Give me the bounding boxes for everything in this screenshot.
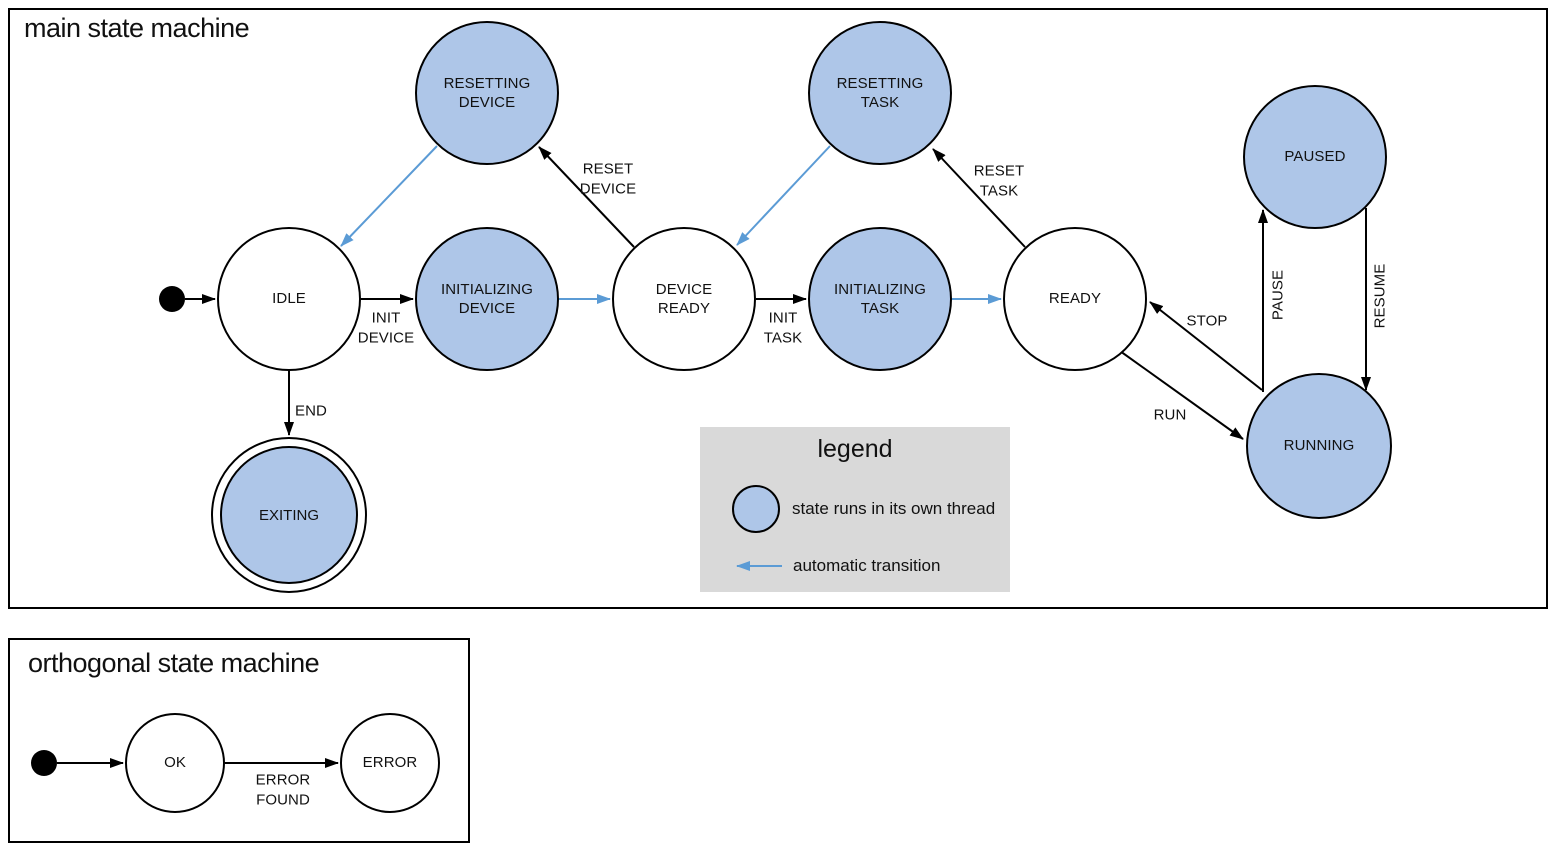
main-panel-title: main state machine xyxy=(24,13,250,43)
label-run: RUN xyxy=(1153,406,1187,424)
label-init-device: INIT DEVICE xyxy=(357,309,415,347)
orthogonal-panel-title: orthogonal state machine xyxy=(28,648,320,678)
threaded-state-legend-icon xyxy=(732,485,780,533)
state-device-ready: DEVICE READY xyxy=(612,227,756,371)
label-error-found: ERROR FOUND xyxy=(255,771,311,809)
state-running: RUNNING xyxy=(1246,373,1392,519)
label-reset-device: RESET DEVICE xyxy=(579,160,637,198)
legend-auto-label: automatic transition xyxy=(793,556,941,575)
label-reset-task: RESET TASK xyxy=(973,162,1025,200)
label-stop: STOP xyxy=(1186,312,1228,330)
label-pause: PAUSE xyxy=(1269,269,1287,321)
initial-state-dot-orthogonal xyxy=(31,750,57,776)
state-initializing-device: INITIALIZING DEVICE xyxy=(415,227,559,371)
label-init-task: INIT TASK xyxy=(763,309,803,347)
state-resetting-task: RESETTING TASK xyxy=(808,21,952,165)
state-error: ERROR xyxy=(340,713,440,813)
state-initializing-task: INITIALIZING TASK xyxy=(808,227,952,371)
label-resume: RESUME xyxy=(1371,263,1389,329)
label-end: END xyxy=(295,402,327,420)
legend-title: legend xyxy=(817,435,893,463)
legend-thread-label: state runs in its own thread xyxy=(792,499,996,518)
state-paused: PAUSED xyxy=(1243,85,1387,229)
state-resetting-device: RESETTING DEVICE xyxy=(415,21,559,165)
state-exiting-final-ring: EXITING xyxy=(211,437,367,593)
initial-state-dot-main xyxy=(159,286,185,312)
state-ok: OK xyxy=(125,713,225,813)
state-ready: READY xyxy=(1003,227,1147,371)
state-exiting: EXITING xyxy=(220,446,358,584)
state-idle: IDLE xyxy=(217,227,361,371)
